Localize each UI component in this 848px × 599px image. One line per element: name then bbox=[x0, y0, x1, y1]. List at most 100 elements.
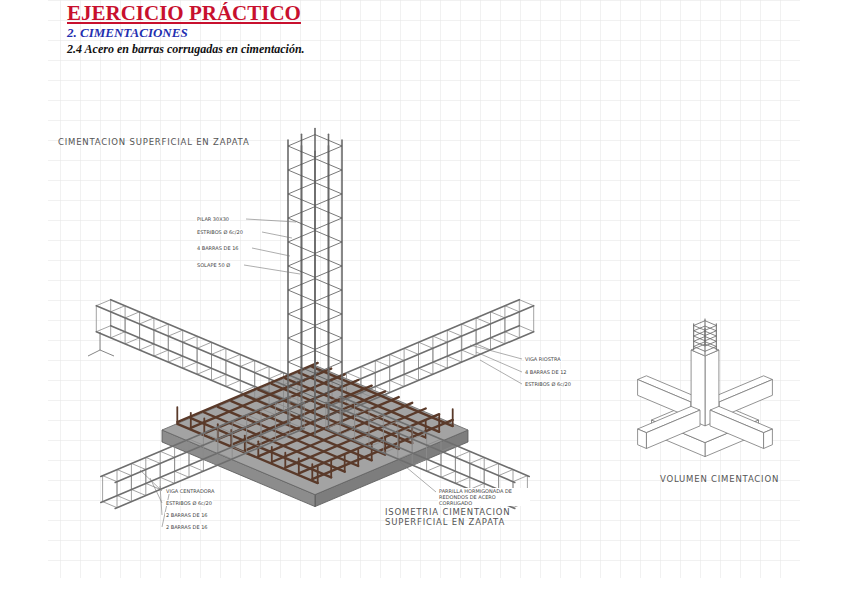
beam-stirrup bbox=[355, 409, 369, 441]
column-stirrup bbox=[288, 231, 342, 254]
mesh-hook bbox=[244, 436, 246, 451]
column-stirrup bbox=[288, 255, 342, 278]
beam-stirrup bbox=[476, 318, 490, 350]
beam-stirrup bbox=[111, 306, 125, 338]
volume-bar bbox=[693, 324, 694, 350]
volume-beam bbox=[710, 410, 764, 448]
beam-bar bbox=[326, 403, 515, 483]
callout-text: ESTRIBOS Ø 6c/20 bbox=[196, 229, 244, 235]
beam-stirrup bbox=[197, 342, 211, 374]
callout-text: 2 BARRAS DE 16 bbox=[165, 512, 209, 518]
axis-symbol bbox=[88, 332, 114, 356]
column-bar bbox=[301, 134, 303, 418]
beam-stirrup bbox=[117, 470, 131, 502]
beam-stirrup bbox=[131, 463, 145, 495]
beam-stirrup bbox=[470, 457, 484, 489]
beam-bar bbox=[340, 306, 534, 388]
beam-stirrup bbox=[441, 445, 455, 477]
beam-stirrup bbox=[340, 403, 354, 435]
callout-text: PILAR 30X30 bbox=[196, 216, 230, 222]
beam-stirrup bbox=[433, 336, 447, 368]
beam-stirrup bbox=[103, 476, 117, 508]
beam-stirrup bbox=[369, 415, 383, 447]
beam-stirrup bbox=[189, 439, 203, 471]
beam-bar bbox=[111, 300, 305, 382]
beam-bar bbox=[326, 300, 520, 382]
grid-ground bbox=[48, 0, 800, 578]
mesh-hook bbox=[203, 419, 205, 434]
beam-stirrup bbox=[218, 427, 232, 459]
mesh-hook bbox=[330, 460, 332, 477]
beam-stirrup bbox=[505, 306, 519, 338]
column-stirrup bbox=[288, 183, 342, 206]
beam-stirrup bbox=[175, 445, 189, 477]
mesh-bar bbox=[177, 424, 317, 483]
beam-stirrup bbox=[140, 318, 154, 350]
beam-stirrup bbox=[383, 421, 397, 453]
beam-stirrup bbox=[154, 324, 168, 356]
column-bar bbox=[287, 140, 289, 424]
mesh-hook bbox=[317, 466, 319, 483]
beam-stirrup bbox=[462, 324, 476, 356]
beam-stirrup bbox=[160, 451, 174, 483]
mesh-hook bbox=[190, 413, 192, 428]
beam-stirrup bbox=[240, 361, 254, 393]
beam-stirrup bbox=[375, 361, 389, 393]
drawing-heading: CIMENTACION SUPERFICIAL EN ZAPATA bbox=[58, 137, 250, 147]
callout-text: SOLAPE 50 Ø bbox=[196, 262, 231, 268]
beam-bar bbox=[115, 403, 304, 483]
beam-stirrup bbox=[419, 342, 433, 374]
column-stirrup bbox=[288, 279, 342, 302]
beam-bar bbox=[101, 397, 290, 477]
callout-text: VIGA CENTRADORA bbox=[165, 488, 215, 494]
mesh-hook bbox=[176, 407, 178, 422]
column-stirrup bbox=[288, 375, 342, 398]
drawing-caption: VOLUMEN CIMENTACION bbox=[660, 474, 779, 484]
beam-stirrup bbox=[519, 300, 533, 332]
mesh-hook bbox=[271, 447, 273, 462]
callout-text: 4 BARRAS DE 12 bbox=[524, 369, 568, 375]
subsection-heading: 2.4 Acero en barras corrugadas en ciment… bbox=[67, 42, 305, 57]
volume-beam-end bbox=[638, 429, 647, 449]
mesh-hook bbox=[284, 453, 286, 468]
beam-stirrup bbox=[212, 348, 226, 380]
beam-stirrup bbox=[390, 354, 404, 386]
section-heading: 2. CIMENTACIONES bbox=[67, 25, 188, 41]
beam-bar bbox=[115, 429, 304, 509]
volume-beam bbox=[646, 410, 700, 448]
column-stirrup bbox=[288, 159, 342, 182]
beam-stirrup bbox=[125, 312, 139, 344]
beam-stirrup bbox=[232, 421, 246, 453]
column-stirrup bbox=[288, 399, 342, 422]
volume-bar bbox=[705, 329, 706, 355]
beam-stirrup bbox=[168, 330, 182, 362]
beam-stirrup bbox=[447, 330, 461, 362]
mesh-hook bbox=[438, 415, 440, 432]
mesh-bar bbox=[312, 420, 452, 479]
column-stirrup bbox=[288, 351, 342, 374]
beam-bar bbox=[340, 397, 529, 477]
mesh-hook bbox=[452, 409, 454, 426]
beam-stirrup bbox=[491, 312, 505, 344]
beam-stirrup bbox=[398, 427, 412, 459]
volume-bar bbox=[716, 324, 717, 350]
beam-stirrup bbox=[183, 336, 197, 368]
page-title: EJERCICIO PRÁCTICO bbox=[67, 1, 301, 26]
beam-stirrup bbox=[455, 451, 469, 483]
drawing-caption: ISOMETRIA CIMENTACION SUPERFICIAL EN ZAP… bbox=[385, 507, 545, 527]
beam-stirrup bbox=[261, 409, 275, 441]
callout-text: ESTRIBOS Ø 6c/20 bbox=[524, 381, 572, 387]
beam-stirrup bbox=[412, 433, 426, 465]
beam-stirrup bbox=[203, 433, 217, 465]
beam-stirrup bbox=[404, 348, 418, 380]
mesh-hook bbox=[357, 449, 359, 466]
mesh-bar bbox=[299, 414, 439, 473]
callout-text: 4 BARRAS DE 16 bbox=[196, 245, 240, 251]
rebar-drawing bbox=[96, 129, 772, 509]
beam-bar bbox=[111, 326, 305, 408]
beam-bar bbox=[96, 306, 289, 388]
column-stirrup bbox=[288, 327, 342, 350]
beam-stirrup bbox=[96, 300, 110, 332]
beam-stirrup bbox=[226, 354, 240, 386]
